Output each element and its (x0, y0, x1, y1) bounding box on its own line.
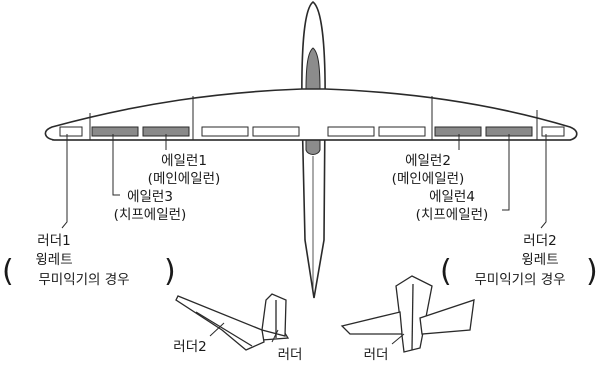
tail-left-labels: 러더2 러더 (173, 339, 302, 363)
tail-left-rudder-label: 러더 (278, 347, 303, 363)
leader-rudder1 (61, 134, 68, 229)
tail-left-rudder2-leader (209, 322, 225, 337)
tail-left-rudder2-label: 러더2 (173, 339, 206, 355)
labels: 에일런1 (메인에일런) 에일런3 (치프에일런) 에일런2 (메인에일런) 에… (35, 153, 565, 288)
paren-left-open: ( (2, 254, 14, 289)
fuselage (301, 0, 326, 299)
flap-surface-right-inner (327, 126, 375, 137)
rudder2-condition-label: 무미익기의 경우 (474, 272, 565, 288)
tail-right-stabilizer-right (419, 299, 475, 335)
tail-right-rudder-hinge (411, 283, 414, 351)
rudder1-condition-label: 무미익기의 경우 (38, 272, 129, 288)
flap-surface-right-outer (378, 126, 426, 137)
tail-left (175, 293, 290, 351)
paren-left-close: ) (164, 254, 176, 289)
rudder2-label: 러더2 (523, 233, 556, 249)
tail-right (340, 275, 475, 353)
aileron2-label: 에일런2 (405, 153, 451, 169)
aileron4-sublabel: (치프에일런) (416, 207, 489, 223)
aileron3-label: 에일런3 (127, 189, 173, 205)
tail-left-rudder2-hinge (195, 311, 253, 347)
leader-aileron3 (112, 134, 120, 196)
flap-surface-left-inner (252, 126, 300, 137)
aileron2-sublabel: (메인에일런) (392, 171, 465, 187)
wingtip-surface-left (59, 126, 83, 137)
condition-parentheses: ( ) ( ) (2, 254, 598, 289)
rudder1-label: 러더1 (37, 233, 70, 249)
main-wing (44, 88, 578, 141)
wingtip-surface-right (541, 126, 565, 137)
leader-aileron4 (502, 134, 510, 211)
aileron4-label: 에일런4 (429, 189, 475, 205)
aileron1-label: 에일런1 (161, 153, 207, 169)
tail-right-fin (395, 275, 433, 353)
tail-right-labels: 러더 (364, 347, 389, 363)
paren-right-close: ) (586, 254, 598, 289)
aileron1-sublabel: (메인에일런) (148, 171, 221, 187)
leader-lines (61, 134, 547, 229)
wing-panel-lines (89, 96, 538, 140)
tail-right-stabilizer-left (340, 311, 403, 335)
tail-right-rudder-leader (391, 333, 405, 345)
tail-left-rudder-leader (271, 329, 279, 343)
tail-left-fin (261, 293, 287, 337)
aileron2-surface (434, 126, 482, 137)
flap-surface-left-outer (201, 126, 249, 137)
paren-right-open: ( (440, 254, 452, 289)
aileron3-sublabel: (치프에일런) (114, 207, 187, 223)
rudder2-winglet-label: 윙레트 (521, 252, 558, 268)
rudder1-winglet-label: 윙레트 (35, 252, 72, 268)
aileron3-surface (91, 126, 139, 137)
leader-rudder2 (540, 134, 547, 229)
tail-right-rudder-label: 러더 (364, 347, 389, 363)
